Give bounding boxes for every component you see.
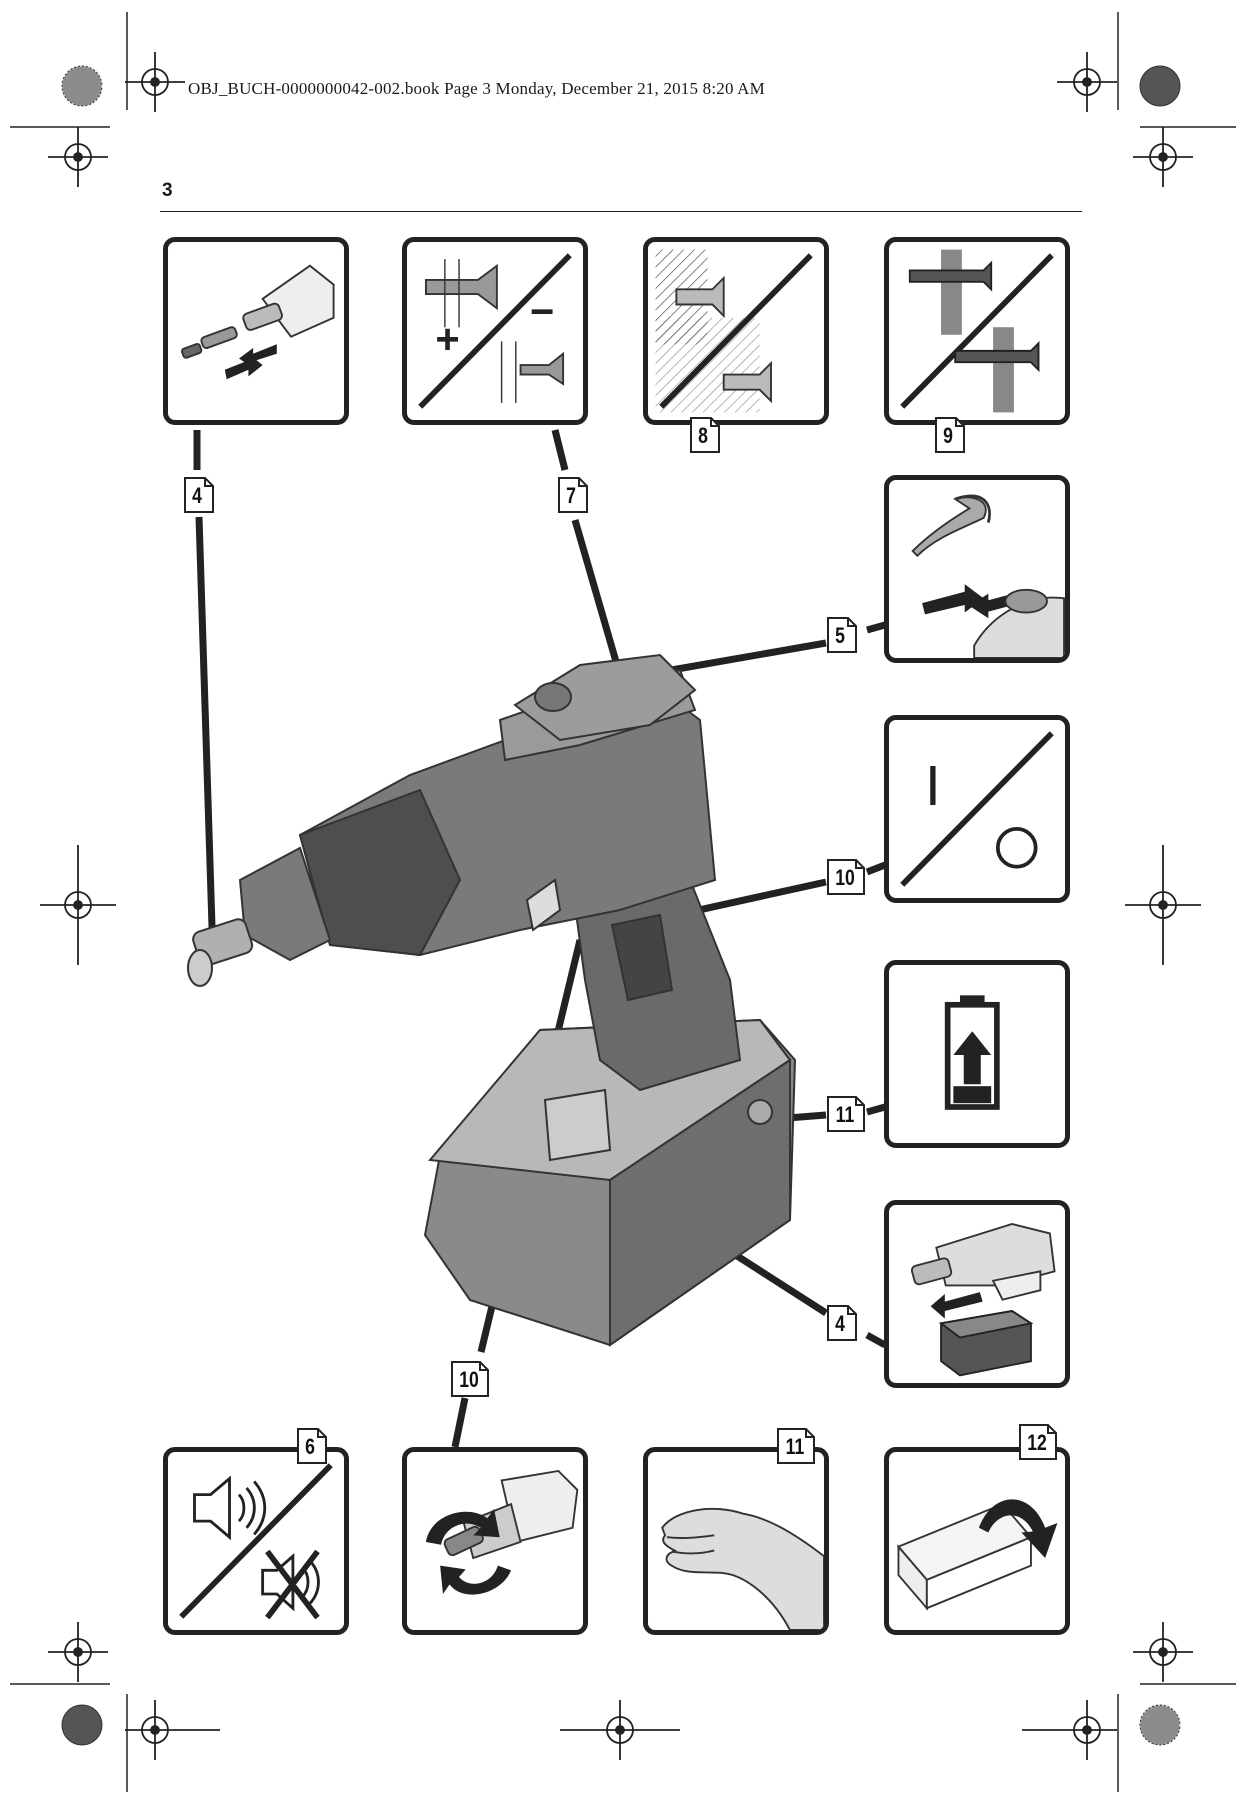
panel-depth-soft [884,237,1070,425]
page-number: 3 [162,180,173,201]
callout-belt-clip: 5 [826,616,858,654]
callout-number: 9 [943,423,953,448]
callout-number: 4 [192,483,202,508]
bit-change-illustration [180,264,335,380]
rotate-arrows-icon [425,1469,579,1595]
crop-marks [10,12,1236,1792]
panel-rotate [402,1447,588,1635]
panel-hand [643,1447,829,1635]
packaging-illustration [896,1499,1058,1611]
callout-battery-remove: 4 [826,1304,858,1342]
belt-clip-illustration [911,494,1065,658]
callout-number: 10 [835,865,855,890]
header-rule [160,211,1082,212]
registration-mark-icon [40,52,1201,1760]
callout-handle: 10 [450,1360,490,1398]
panel-belt-clip [884,475,1070,663]
callout-hand: 11 [776,1427,816,1465]
panel-battery-remove [884,1200,1070,1388]
callout-bit-change: 4 [183,476,215,514]
callout-number: 8 [698,423,708,448]
callout-on-off: 10 [826,858,866,896]
callout-sound: 6 [296,1427,328,1465]
file-info-line: OBJ_BUCH-0000000042-002.book Page 3 Mond… [188,79,765,98]
minus-sign: − [530,287,554,334]
callout-direction: 7 [557,476,589,514]
callout-depth-hard: 8 [689,416,721,454]
off-symbol [995,826,1038,869]
callout-number: 5 [835,623,845,648]
panel-depth-hard [643,237,829,425]
on-off-illustration: I [900,731,1054,887]
callout-number: 12 [1027,1430,1047,1455]
plus-sign: + [435,316,459,363]
depth-soft-illustration [900,249,1054,413]
battery-remove-illustration [910,1222,1056,1377]
drywall-screwdriver-illustration [187,653,797,1347]
hand-illustration [661,1507,824,1630]
callout-depth-soft: 9 [934,416,966,454]
panel-battery-charge [884,960,1070,1148]
callout-packaging: 12 [1018,1423,1058,1461]
panel-sound [163,1447,349,1635]
callout-number: 4 [835,1311,845,1336]
on-symbol: I [925,755,941,818]
direction-illustration: + − [418,253,572,409]
callout-number: 10 [459,1367,479,1392]
panel-on-off: I [884,715,1070,903]
depth-hard-illustration [655,249,813,413]
speaker-icon [179,1463,333,1620]
panel-direction: + − [402,237,588,425]
panel-bit-change [163,237,349,425]
panel-packaging [884,1447,1070,1635]
callout-number: 11 [835,1102,855,1127]
callout-battery-charge: 11 [826,1095,866,1133]
callout-number: 6 [305,1434,315,1459]
color-wheel-icon [61,65,1181,1746]
battery-icon [944,995,1000,1110]
callout-number: 7 [566,483,576,508]
callout-number: 11 [785,1434,805,1459]
